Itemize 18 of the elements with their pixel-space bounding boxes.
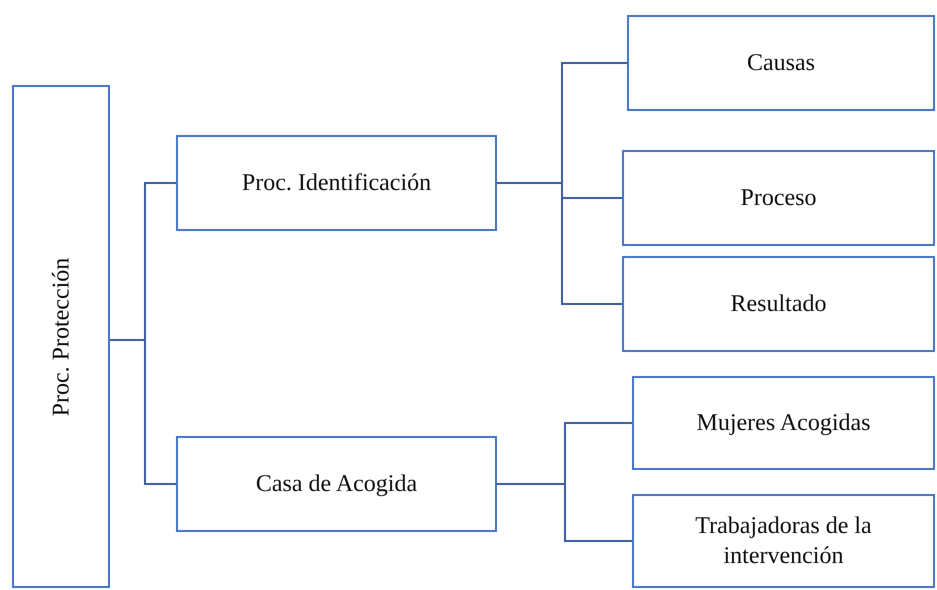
process-box bbox=[627, 15, 935, 111]
process-box bbox=[632, 376, 935, 470]
process-box bbox=[12, 85, 110, 588]
box-label: Proc. Identificación bbox=[242, 169, 432, 198]
box-label: Mujeres Acogidas bbox=[696, 409, 870, 438]
connector-line bbox=[110, 339, 176, 485]
process-box bbox=[176, 135, 497, 231]
connector-line bbox=[497, 182, 622, 305]
box-label: Resultado bbox=[730, 290, 826, 319]
box-label: Proceso bbox=[740, 184, 816, 213]
process-box bbox=[622, 150, 935, 246]
box-label: Proc. Protección bbox=[47, 257, 75, 416]
box-label: Trabajadoras de la intervención bbox=[694, 512, 873, 571]
process-box bbox=[632, 494, 935, 588]
box-label: Causas bbox=[747, 49, 815, 78]
process-box bbox=[176, 436, 497, 532]
process-box bbox=[622, 256, 935, 352]
box-label: Casa de Acogida bbox=[256, 470, 418, 499]
